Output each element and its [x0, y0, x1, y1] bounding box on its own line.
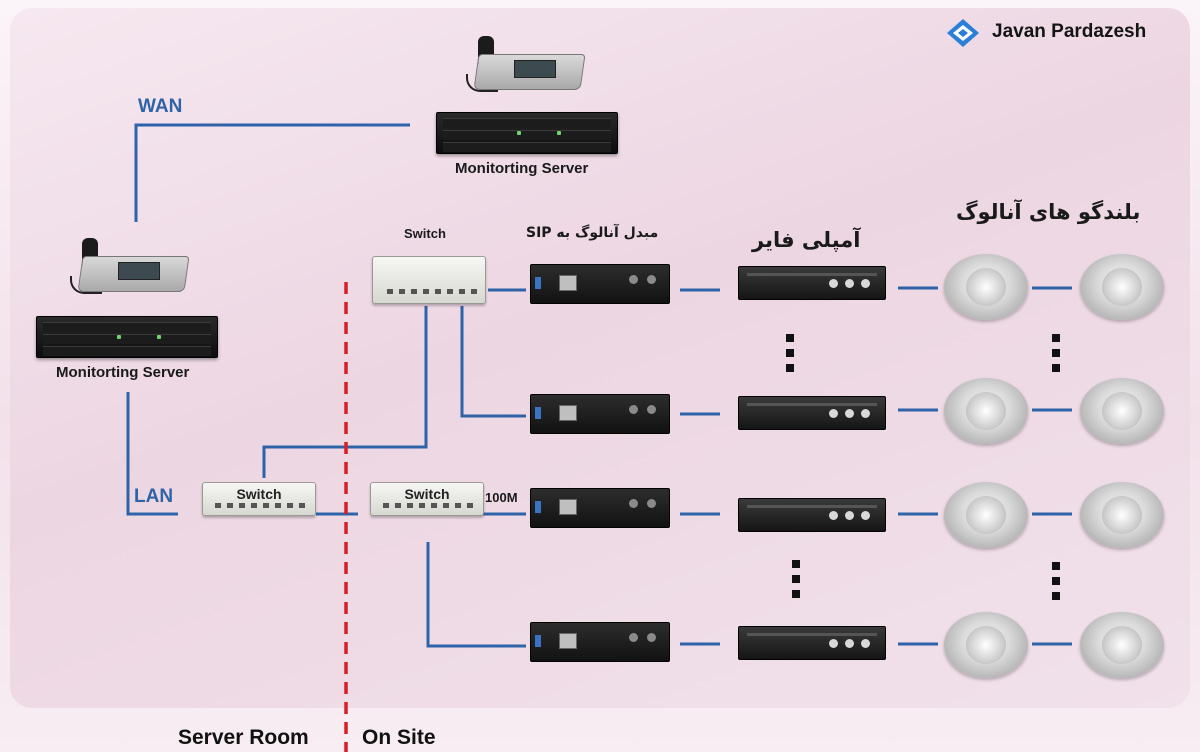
- wan-link: [134, 123, 410, 222]
- speaker-icon: [944, 482, 1028, 548]
- speaker-icon: [944, 254, 1028, 320]
- switch-icon: Switch: [370, 482, 484, 516]
- monitoring-server-left-label: Monitorting Server: [56, 364, 190, 381]
- monitoring-server-top-label: Monitorting Server: [455, 160, 589, 177]
- continuation-dots: [1052, 562, 1060, 607]
- lan-link: [126, 392, 178, 516]
- continuation-dots: [1052, 334, 1060, 379]
- lan-label: LAN: [134, 486, 174, 507]
- amplifier-column-label: آمپلی فایر: [752, 228, 861, 252]
- switch-top-label: Switch: [404, 226, 446, 241]
- amplifier-icon: [738, 626, 886, 660]
- sip-converter-icon: [530, 394, 670, 434]
- server-icon: [436, 112, 618, 154]
- speaker-icon: [944, 378, 1028, 444]
- wan-label: WAN: [138, 96, 183, 117]
- sip-converter-icon: [530, 264, 670, 304]
- switch-icon: Switch: [202, 482, 316, 516]
- logo-text: Javan Pardazesh: [992, 21, 1147, 42]
- amplifier-icon: [738, 396, 886, 430]
- speed-label: 100M: [485, 490, 518, 505]
- speakers-column-label: بلندگو های آنالوگ: [956, 200, 1141, 224]
- amplifier-icon: [738, 266, 886, 300]
- continuation-dots: [792, 560, 800, 605]
- speaker-icon: [1080, 482, 1164, 548]
- speaker-icon: [1080, 254, 1164, 320]
- on-site-label: On Site: [362, 726, 436, 749]
- switch-onsite-label: Switch: [404, 486, 450, 502]
- speaker-icon: [1080, 612, 1164, 678]
- logo-icon: [947, 19, 979, 47]
- amplifier-icon: [738, 498, 886, 532]
- server-icon: [36, 316, 218, 358]
- switch-main-label: Switch: [236, 486, 282, 502]
- sip-converter-icon: [530, 488, 670, 528]
- top-switch-converter-2: [460, 306, 526, 418]
- phone-icon: [456, 36, 586, 94]
- speaker-icon: [1080, 378, 1164, 444]
- onsite-switch-converter-4: [426, 542, 526, 648]
- server-room-label: Server Room: [178, 726, 309, 749]
- converter-column-label: مبدل آنالوگ به SIP: [526, 225, 659, 241]
- phone-icon: [60, 238, 190, 296]
- speaker-icon: [944, 612, 1028, 678]
- switch-icon: [372, 256, 486, 304]
- sip-converter-icon: [530, 622, 670, 662]
- continuation-dots: [786, 334, 794, 379]
